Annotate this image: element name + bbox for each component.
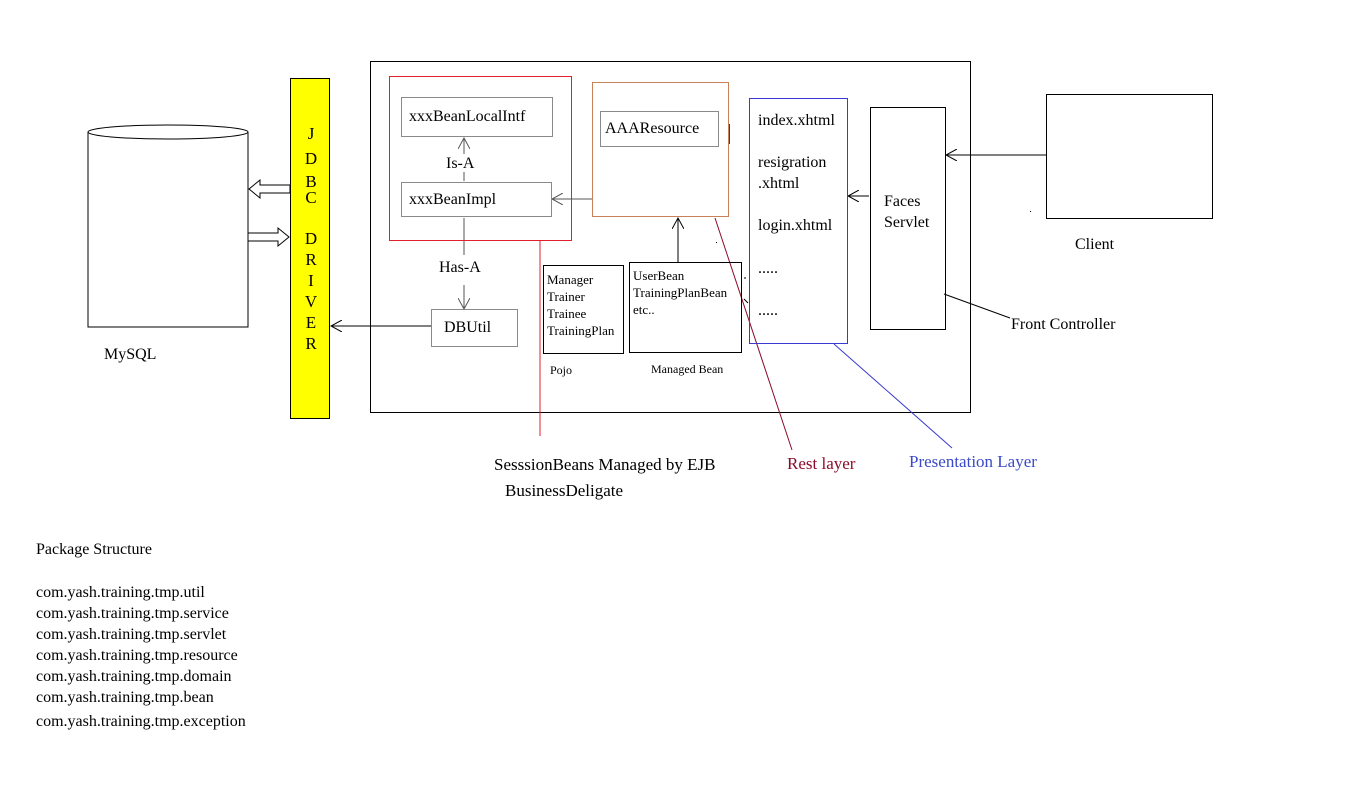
package-item: com.yash.training.tmp.service bbox=[36, 605, 229, 622]
page-item: ..... bbox=[758, 260, 778, 277]
ejb-group bbox=[389, 76, 572, 241]
pojo-item: Trainer bbox=[547, 289, 585, 304]
bean-impl-label: xxxBeanImpl bbox=[409, 191, 497, 208]
managed-bean-caption: Managed Bean bbox=[651, 362, 724, 376]
managed-bean-item: etc.. bbox=[633, 302, 655, 317]
dbutil-box: DBUtil bbox=[431, 309, 518, 347]
client-label: Client bbox=[1075, 236, 1115, 253]
package-item: com.yash.training.tmp.servlet bbox=[36, 626, 227, 643]
rest-resource-group bbox=[592, 82, 729, 217]
dbutil-label: DBUtil bbox=[444, 319, 492, 336]
jdbc-letter: D bbox=[304, 229, 318, 248]
managed-bean-item: TrainingPlanBean bbox=[633, 285, 728, 300]
has-a-label: Has-A bbox=[439, 259, 481, 276]
pojo-caption: Pojo bbox=[550, 363, 573, 377]
faces-servlet-line1: Faces bbox=[884, 193, 921, 210]
presentation-leader-line bbox=[833, 343, 953, 449]
faces-servlet-box: Faces Servlet bbox=[870, 107, 946, 330]
jdbc-letter: D bbox=[304, 149, 318, 168]
page-item: index.xhtml bbox=[758, 112, 835, 129]
jdbc-letter: R bbox=[305, 334, 317, 353]
package-item: com.yash.training.tmp.bean bbox=[36, 689, 214, 706]
page-item: resigration bbox=[758, 154, 827, 171]
rest-leader-line bbox=[714, 217, 793, 451]
client-box bbox=[1046, 94, 1213, 219]
app-container bbox=[370, 61, 971, 413]
bean-local-intf-label: xxxBeanLocalIntf bbox=[409, 108, 526, 125]
bean-impl-box: xxxBeanImpl bbox=[401, 182, 552, 217]
package-item: com.yash.training.tmp.util bbox=[36, 584, 205, 601]
pojo-item: Manager bbox=[547, 272, 594, 287]
jdbc-letter: R bbox=[305, 250, 317, 269]
jdbc-driver-bar: J D B C D R I V E R bbox=[290, 78, 330, 419]
faces-servlet-line2: Servlet bbox=[884, 214, 930, 231]
mysql-label: MySQL bbox=[104, 346, 157, 363]
page-item: .xhtml bbox=[758, 175, 800, 192]
jdbc-letter: I bbox=[308, 271, 314, 290]
jdbc-letter: B bbox=[305, 172, 317, 191]
presentation-layer-caption: Presentation Layer bbox=[909, 452, 1037, 471]
jdbc-letter: E bbox=[305, 313, 317, 332]
page-item: ..... bbox=[758, 302, 778, 319]
package-item: com.yash.training.tmp.resource bbox=[36, 647, 238, 664]
ejb-caption-line2: BusinessDeligate bbox=[505, 481, 624, 500]
jdbc-letter: C bbox=[305, 188, 317, 207]
block-arrow-to-mysql bbox=[248, 178, 291, 200]
mysql-cylinder bbox=[87, 124, 249, 328]
resource-box: AAAResource bbox=[600, 111, 719, 147]
bean-local-intf-box: xxxBeanLocalIntf bbox=[401, 97, 553, 137]
managed-bean-item: UserBean bbox=[633, 268, 685, 283]
jdbc-letter: J bbox=[307, 124, 315, 143]
rest-layer-caption: Rest layer bbox=[787, 454, 856, 473]
pojo-item: TrainingPlan bbox=[547, 323, 615, 338]
ejb-caption-line1: SesssionBeans Managed by EJB bbox=[494, 455, 716, 474]
block-arrow-to-jdbc bbox=[247, 226, 290, 248]
jdbc-letter: V bbox=[304, 292, 318, 311]
pojo-item: Trainee bbox=[547, 306, 587, 321]
package-item: com.yash.training.tmp.exception bbox=[36, 713, 246, 730]
pojo-box: Manager Trainer Trainee TrainingPlan bbox=[543, 265, 624, 354]
package-structure-title: Package Structure bbox=[36, 541, 152, 558]
managed-bean-box: UserBean TrainingPlanBean etc.. bbox=[629, 262, 742, 353]
resource-label: AAAResource bbox=[605, 120, 700, 137]
package-item: com.yash.training.tmp.domain bbox=[36, 668, 232, 685]
is-a-label: Is-A bbox=[446, 155, 475, 172]
front-controller-label: Front Controller bbox=[1011, 316, 1116, 333]
presentation-pages-box: index.xhtml resigration .xhtml login.xht… bbox=[749, 98, 848, 344]
page-item: login.xhtml bbox=[758, 217, 833, 234]
